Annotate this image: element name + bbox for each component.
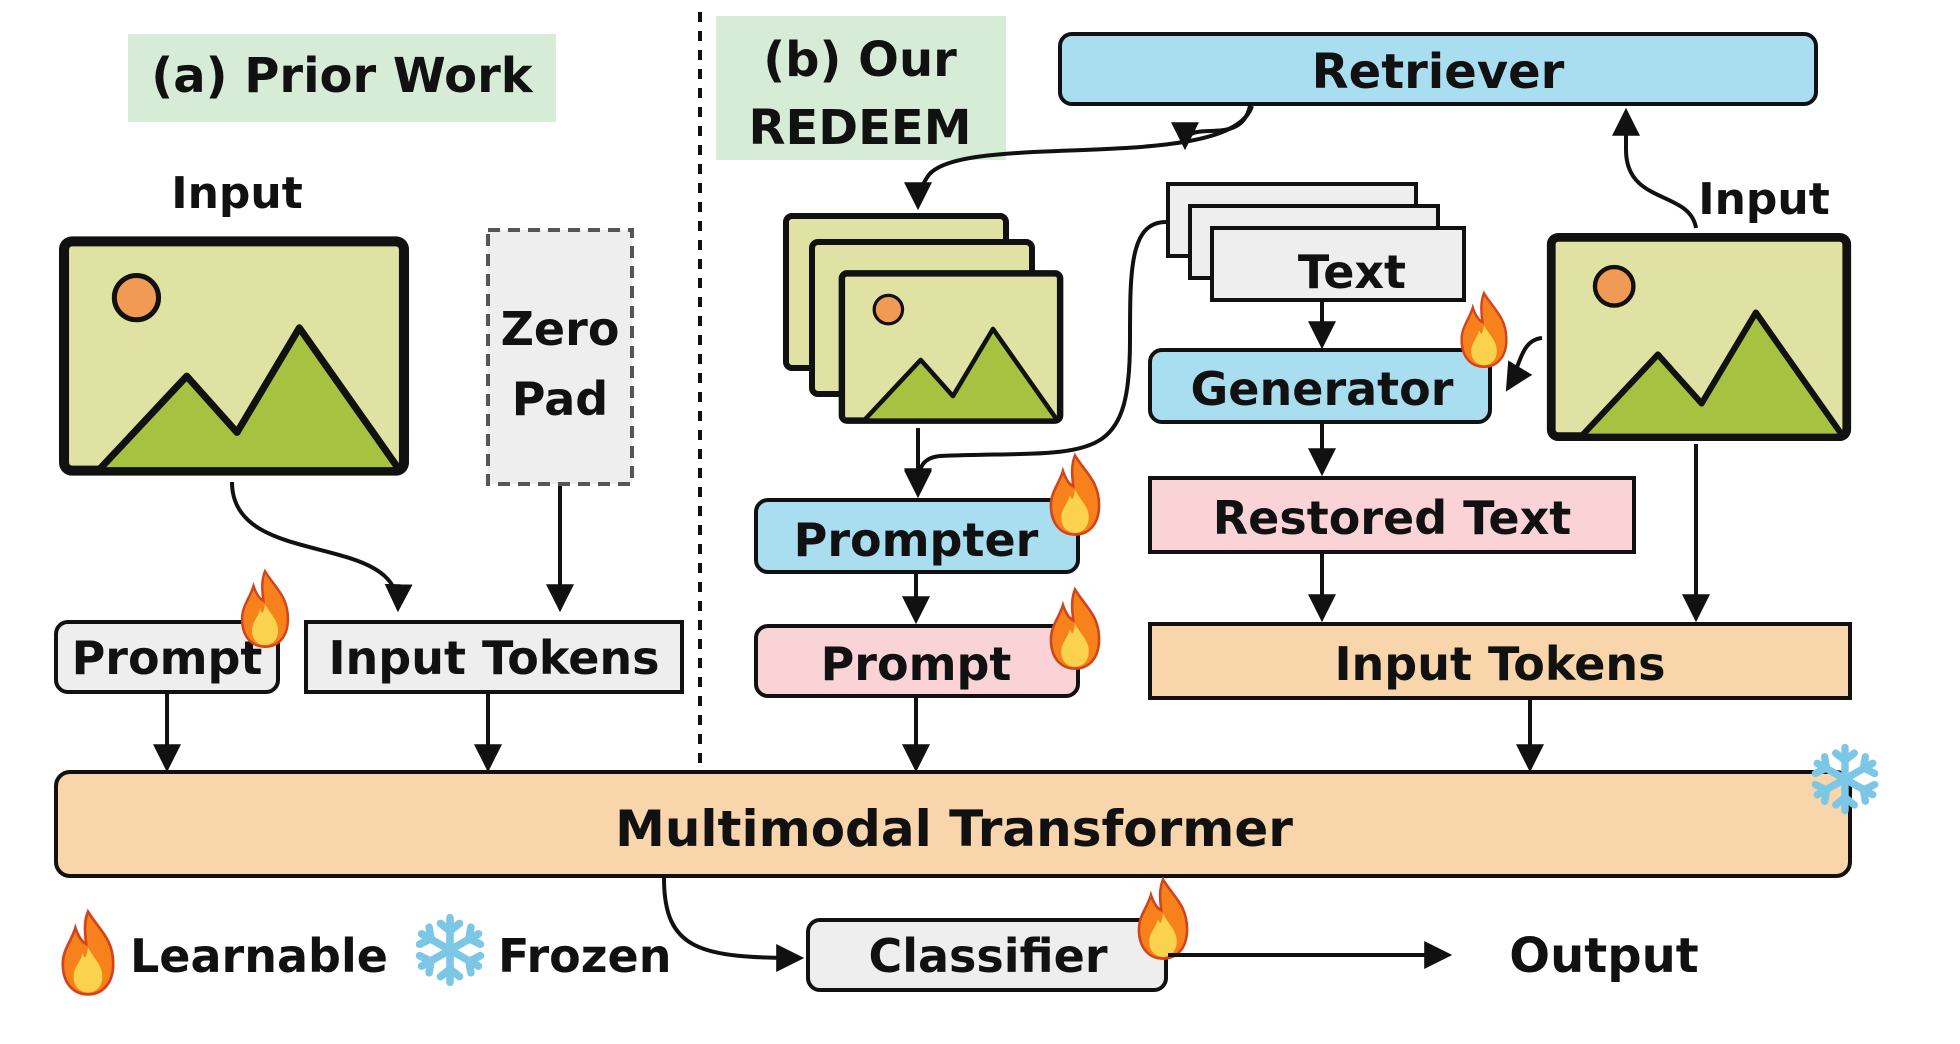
- arrow-transformer-to-classifier: [662, 877, 805, 972]
- left-input-tokens-label: Input Tokens: [328, 631, 659, 685]
- classifier-fire-icon: [1137, 878, 1189, 960]
- text-label: Text: [1298, 245, 1406, 299]
- text-box: [1210, 226, 1466, 302]
- left-prompt-box: [54, 620, 280, 694]
- classifier-label: Classifier: [868, 929, 1107, 983]
- left-prompt-label: Prompt: [72, 631, 263, 685]
- right-input-label: Input: [1698, 174, 1830, 225]
- prior-work-section: (a) Prior Work Input Zero Pad Prompt Inp…: [54, 34, 684, 773]
- left-input-tokens-box: [304, 620, 684, 694]
- prior-work-title-bg: [128, 34, 556, 122]
- legend-learnable-label: Learnable: [130, 929, 388, 983]
- left-prompt-fire-icon: [240, 570, 290, 648]
- legend-fire-icon: [61, 910, 115, 996]
- redeem-section: (b) Our REDEEM Retriever Text Input Gene…: [716, 16, 1852, 773]
- right-input-image-icon: [1551, 237, 1847, 436]
- redeem-title-line-1: (b) Our: [763, 32, 957, 88]
- prompter-box: [754, 498, 1080, 574]
- right-input-tokens-label: Input Tokens: [1334, 637, 1665, 691]
- redeem-title-bg: [716, 16, 1006, 160]
- restored-text-box: [1148, 476, 1636, 554]
- generator-fire-icon: [1460, 292, 1508, 368]
- retrieved-text-stack: Text: [1166, 182, 1466, 302]
- redeem-title-line-2: REDEEM: [749, 100, 972, 156]
- zero-pad-line-2: Pad: [512, 372, 608, 426]
- retriever-box: [1058, 32, 1818, 106]
- left-input-image-icon: [64, 241, 404, 470]
- transformer-label: Multimodal Transformer: [615, 800, 1293, 858]
- left-input-label: Input: [171, 168, 303, 219]
- legend-frozen-label: Frozen: [498, 929, 672, 983]
- right-prompt-fire-icon: [1049, 588, 1101, 670]
- arrow-retriever-to-images: [904, 105, 1254, 211]
- prompter-label: Prompter: [794, 513, 1039, 567]
- zero-pad-box: [486, 228, 634, 486]
- prior-work-title: (a) Prior Work: [151, 48, 534, 104]
- transformer-box: [54, 770, 1852, 878]
- restored-text-label: Restored Text: [1213, 491, 1572, 545]
- retrieved-image-icon: [842, 273, 1060, 420]
- retrieved-images-stack: [783, 213, 1060, 421]
- generator-box: [1148, 348, 1492, 424]
- generator-label: Generator: [1191, 362, 1454, 416]
- arrow-input-to-retriever: [1612, 107, 1698, 229]
- zero-pad-line-1: Zero: [501, 302, 620, 356]
- right-prompt-label: Prompt: [821, 637, 1012, 691]
- legend: Learnable Frozen: [61, 910, 672, 996]
- legend-snowflake-icon: [420, 918, 481, 983]
- right-input-tokens-box: [1148, 622, 1852, 700]
- output-label: Output: [1509, 928, 1698, 984]
- prompter-fire-icon: [1049, 454, 1101, 536]
- arrow-input-to-generator: [1505, 336, 1543, 392]
- retriever-label: Retriever: [1312, 44, 1565, 100]
- arrow-text-to-prompter: [904, 220, 1167, 497]
- arrow-image-to-tokens: [230, 481, 413, 613]
